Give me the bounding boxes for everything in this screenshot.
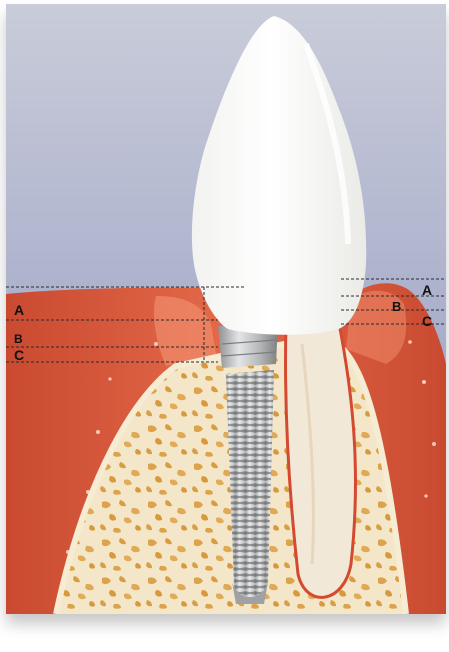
label-left-c: C bbox=[14, 347, 24, 363]
label-left-b: B bbox=[14, 332, 23, 346]
implant-diagram: A B C A B C bbox=[6, 4, 446, 614]
label-right-a: A bbox=[422, 282, 432, 298]
neighbor-root bbox=[286, 318, 356, 597]
implant-illustration: A B C A B C bbox=[6, 4, 446, 614]
label-left-a: A bbox=[14, 302, 24, 318]
label-right-c: C bbox=[422, 313, 432, 329]
label-right-b: B bbox=[392, 299, 401, 314]
